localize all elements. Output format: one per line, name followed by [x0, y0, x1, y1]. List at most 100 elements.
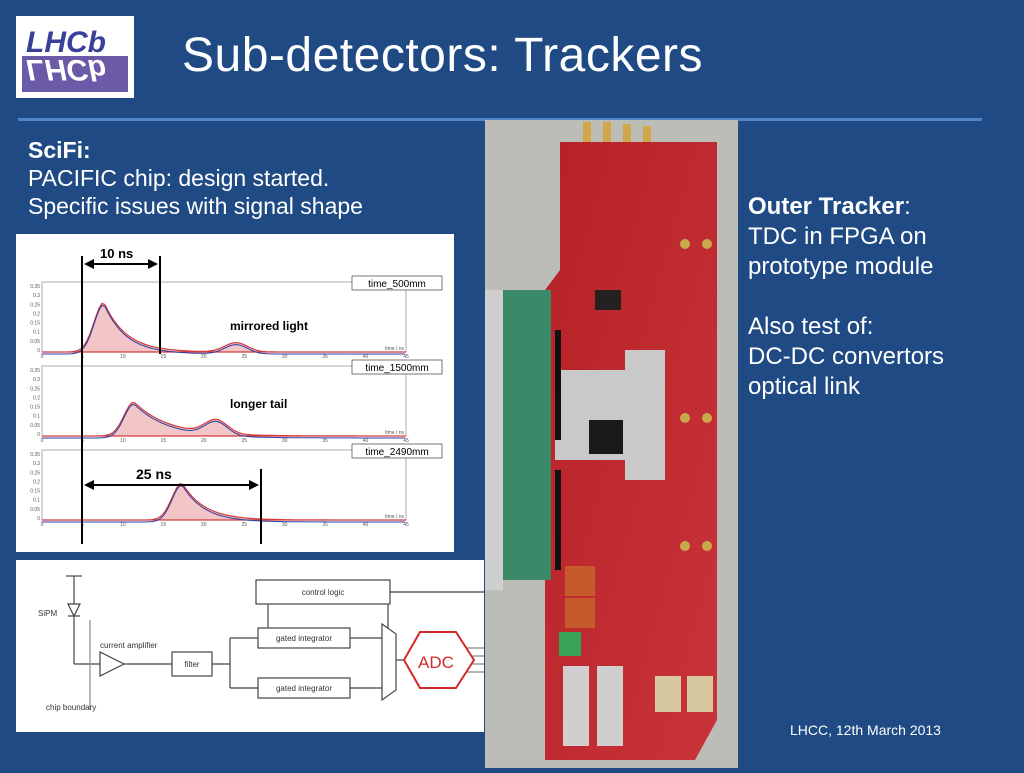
outer-tracker-colon: : — [904, 193, 911, 220]
marker-25ns-label: 25 ns — [136, 466, 172, 482]
x-tick-label: 15 — [161, 522, 167, 528]
x-tick-label: 45 — [403, 522, 409, 528]
x-tick-label: 20 — [201, 438, 207, 444]
scifi-label: SciFi — [28, 137, 83, 163]
x-tick-label: 20 — [201, 354, 207, 360]
logo-reflection: LHCb — [26, 53, 106, 86]
x-tick-label: 40 — [363, 354, 369, 360]
signal-curve — [42, 482, 406, 521]
x-tick-label: 35 — [322, 438, 328, 444]
panel-label: time_500mm — [368, 279, 426, 290]
y-tick-label: 0.2 — [33, 479, 40, 485]
fit-curve — [42, 404, 405, 439]
adc-label: ADC — [418, 653, 454, 672]
y-tick-label: 0.05 — [30, 339, 40, 345]
y-tick-label: 0.1 — [33, 330, 40, 336]
signal-curve — [42, 401, 406, 437]
x-tick-label: 35 — [322, 522, 328, 528]
x-tick-label: 40 — [363, 522, 369, 528]
slide-title: Sub-detectors: Trackers — [182, 29, 704, 82]
logo-text: LHCb — [26, 26, 106, 59]
scifi-label-colon: : — [82, 137, 91, 163]
y-tick-label: 0.1 — [33, 498, 40, 504]
signal-curve — [42, 302, 406, 353]
ot-line-2: prototype module — [748, 253, 934, 280]
x-tick-label: 30 — [282, 438, 288, 444]
title-divider — [18, 118, 982, 121]
panel-annotation: longer tail — [230, 397, 287, 411]
outer-tracker-text-block: Outer Tracker: TDC in FPGA on prototype … — [748, 192, 944, 402]
control-logic-label: control logic — [302, 588, 345, 597]
x-tick-label: 45 — [403, 438, 409, 444]
x-unit-label: time / ns — [385, 346, 404, 352]
x-tick-label: 30 — [282, 354, 288, 360]
chip-boundary-label: chip boundary — [46, 703, 96, 712]
scifi-line-2: Specific issues with signal shape — [28, 193, 363, 219]
pacific-circuit-diagram: ADC SiPM current amplifier filter contro… — [16, 560, 484, 732]
y-tick-label: 0.35 — [30, 368, 40, 374]
y-tick-label: 0.15 — [30, 489, 40, 495]
footer-text: LHCC, 12th March 2013 — [790, 722, 941, 738]
x-tick-label: 15 — [161, 354, 167, 360]
y-tick-label: 0.3 — [33, 461, 40, 467]
lhcb-logo: LHCb LHCb — [16, 16, 134, 98]
y-tick-label: 0.25 — [30, 302, 40, 308]
ot-line-1: TDC in FPGA on — [748, 223, 927, 250]
ot-spacer — [748, 282, 944, 312]
ot-line-3: Also test of: — [748, 313, 874, 340]
y-tick-label: 0.05 — [30, 507, 40, 513]
x-tick-label: 25 — [241, 354, 247, 360]
signal-shape-plots: 0.350.30.250.20.150.10.05005101520253035… — [16, 234, 454, 552]
fit-curve — [42, 485, 405, 523]
y-tick-label: 0.25 — [30, 470, 40, 476]
x-tick-label: 25 — [241, 522, 247, 528]
x-tick-label: 10 — [120, 438, 126, 444]
amplifier-label: current amplifier — [100, 641, 158, 650]
y-tick-label: 0 — [37, 348, 40, 354]
y-tick-label: 0.3 — [33, 293, 40, 299]
panel-label-box — [351, 275, 443, 291]
y-tick-label: 0.15 — [30, 405, 40, 411]
ot-line-5: optical link — [748, 373, 861, 400]
ot-line-4: DC-DC convertors — [748, 343, 945, 370]
fit-curve — [42, 304, 405, 355]
x-tick-label: 15 — [161, 438, 167, 444]
adc-block — [402, 631, 476, 689]
x-tick-label: 20 — [201, 522, 207, 528]
integrator-1-label: gated integrator — [276, 634, 332, 643]
x-tick-label: 0 — [41, 522, 44, 528]
outer-tracker-label: Outer Tracker — [748, 193, 905, 220]
y-tick-label: 0.1 — [33, 414, 40, 420]
y-tick-label: 0.35 — [30, 452, 40, 458]
scifi-text-block: SciFi: PACIFIC chip: design started. Spe… — [28, 136, 363, 220]
marker-10ns-label: 10 ns — [100, 246, 133, 261]
y-tick-label: 0.05 — [30, 423, 40, 429]
x-tick-label: 0 — [41, 354, 44, 360]
y-tick-label: 0 — [37, 516, 40, 522]
y-tick-label: 0 — [37, 432, 40, 438]
x-tick-label: 40 — [363, 438, 369, 444]
filter-label: filter — [184, 660, 199, 669]
y-tick-label: 0.2 — [33, 311, 40, 317]
y-tick-label: 0.15 — [30, 321, 40, 327]
y-tick-label: 0.2 — [33, 395, 40, 401]
panel-label: time_1500mm — [365, 363, 428, 374]
panel-annotation: mirrored light — [230, 319, 308, 333]
y-tick-label: 0.3 — [33, 377, 40, 383]
x-tick-label: 30 — [282, 522, 288, 528]
arrow-head-right — [148, 259, 158, 269]
x-tick-label: 0 — [41, 438, 44, 444]
panel-label-box — [351, 359, 443, 375]
fpga-board-photo — [485, 120, 738, 768]
scifi-line-1: PACIFIC chip: design started. — [28, 165, 330, 191]
x-tick-label: 45 — [403, 354, 409, 360]
sipm-label: SiPM — [38, 609, 57, 618]
panel-label: time_2490mm — [365, 447, 428, 458]
panel-label-box — [351, 443, 443, 459]
arrow-25ns-head-right — [249, 480, 259, 490]
x-unit-label: time / ns — [385, 430, 404, 436]
y-tick-label: 0.25 — [30, 386, 40, 392]
x-unit-label: time / ns — [385, 514, 404, 520]
arrow-25ns-head-left — [84, 480, 94, 490]
y-tick-label: 0.35 — [30, 284, 40, 290]
